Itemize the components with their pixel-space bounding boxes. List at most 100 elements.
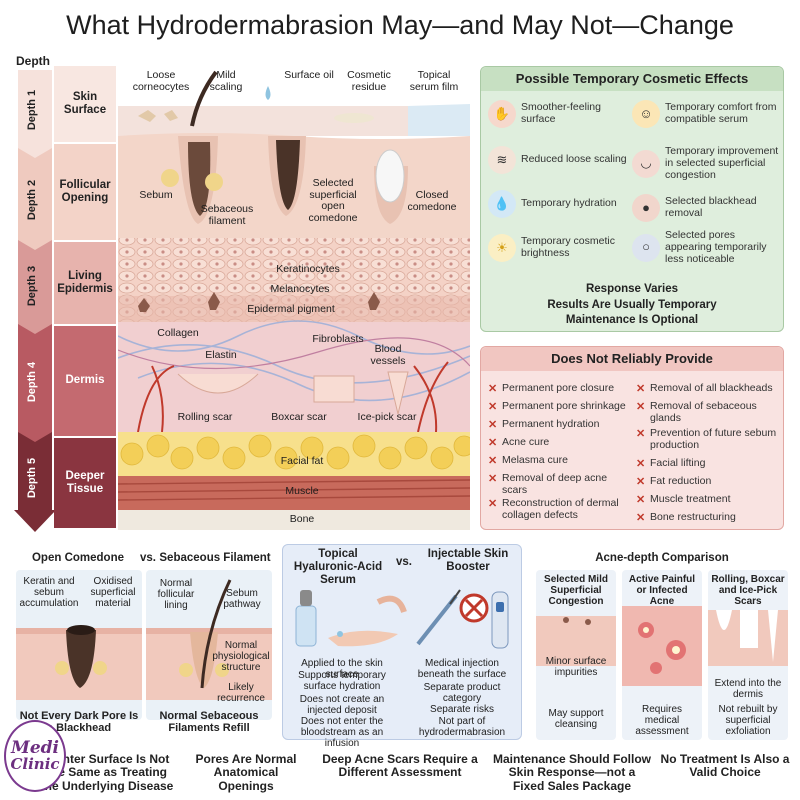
depth-5-label: Deeper Tissue (54, 438, 116, 528)
serum-line: Does not create an injected deposit (299, 694, 385, 717)
filament-label-lining: Normal follicular lining (157, 578, 195, 612)
blackhead-icon: ● (632, 194, 660, 222)
filament-label-physiological: Normal physiological structure (212, 640, 270, 674)
depth-4-label: Dermis (54, 326, 116, 436)
label-topical-serum: Topical serum film (409, 69, 459, 93)
x-icon: ✕ (488, 455, 498, 467)
label-closed-comedone: Closed comedone (407, 189, 457, 213)
filament-label-recurrence: Likely recurrence (217, 682, 265, 705)
depth-4-num: Depth 4 (26, 361, 39, 403)
acne-col-2-low: Requires medical assessment (635, 704, 689, 738)
depth-1-num: Depth 1 (26, 89, 39, 131)
not-provide-item: ✕Muscle treatment (636, 493, 731, 506)
serum-line: Applied to the skin surface (301, 658, 383, 681)
depth-arrow (14, 70, 56, 532)
pore-icon: ◡ (632, 149, 660, 178)
face-icon: ☺ (632, 100, 660, 128)
not-provide-header: Does Not Reliably Provide (481, 347, 783, 371)
acne-col-1-mid: Minor surface impurities (545, 656, 607, 679)
label-sebum: Sebum (139, 189, 173, 201)
footer-message-5: No Treatment Is Also a Valid Choice (660, 752, 790, 780)
label-boxcar-scar: Boxcar scar (271, 411, 327, 423)
not-provide-item: ✕Removal of sebaceous glands (636, 400, 757, 424)
hand-icon: ✋ (488, 100, 516, 128)
acne-title: Acne-depth Comparison (595, 552, 729, 564)
filament-label-pathway: Sebum pathway (223, 588, 261, 611)
x-icon: ✕ (488, 498, 498, 510)
acne-illustration (536, 570, 788, 740)
depth-2-num: Depth 2 (26, 179, 39, 221)
water-drop-icon: 💧 (488, 190, 516, 218)
x-icon: ✕ (488, 437, 498, 449)
label-blood-vessels: Blood vessels (370, 343, 406, 367)
label-fibroblasts: Fibroblasts (312, 333, 364, 345)
booster-title: Injectable Skin Booster (427, 548, 509, 573)
label-elastin: Elastin (205, 349, 237, 361)
x-icon: ✕ (636, 401, 646, 413)
effects-header: Possible Temporary Cosmetic Effects (481, 67, 783, 91)
x-icon: ✕ (636, 458, 646, 470)
label-collagen: Collagen (157, 327, 199, 339)
filament-illustration (146, 570, 272, 720)
serum-line: Supports temporary surface hydration (298, 670, 386, 693)
comedone-title: Open Comedone (31, 552, 124, 564)
depth-3-label: Living Epidermis (54, 242, 116, 324)
not-provide-panel (480, 346, 784, 530)
serum-title: Topical Hyaluronic-Acid Serum (293, 548, 383, 586)
depth-3-num: Depth 3 (26, 265, 39, 307)
booster-line: Medical injection beneath the surface (417, 658, 507, 681)
label-facial-fat: Facial fat (280, 455, 324, 467)
x-icon: ✕ (488, 419, 498, 431)
lightbulb-icon: ☀ (488, 234, 516, 262)
label-surface-oil: Surface oil (284, 69, 334, 81)
not-provide-item: ✕Fat reduction (636, 475, 712, 488)
page-title: What Hydrodermabrasion May—and May Not—C… (66, 10, 734, 40)
scaling-icon: ≋ (488, 146, 516, 174)
label-muscle: Muscle (285, 485, 319, 497)
acne-col-1-low: May support cleansing (548, 708, 604, 731)
effect-item: ≋Reduced loose scaling (488, 146, 630, 174)
comedone-caption: Not Every Dark Pore Is a Blackhead (19, 710, 139, 735)
acne-col-1-head: Selected Mild Superficial Congestion (544, 574, 608, 608)
footer-message-3: Deep Acne Scars Require a Different Asse… (322, 752, 478, 780)
medi-clinic-logo: Medi Clinic (4, 720, 66, 792)
depth-5-num: Depth 5 (26, 457, 39, 499)
effects-footer: Response Varies Results Are Usually Temp… (547, 283, 717, 327)
serum-line: Does not enter the bloodstream as an inf… (300, 716, 384, 750)
label-epidermal-pigment: Epidermal pigment (247, 303, 335, 315)
not-provide-item: ✕Acne cure (488, 436, 550, 449)
effect-item: ◡Temporary improvement in selected super… (632, 145, 782, 181)
effect-item: ✋Smoother-feeling surface (488, 100, 630, 128)
label-icepick-scar: Ice-pick scar (357, 411, 417, 423)
not-provide-item: ✕Melasma cure (488, 454, 568, 467)
acne-col-3-mid: Extend into the dermis (714, 678, 782, 701)
label-open-comedone: Selected superficial open comedone (308, 177, 358, 224)
effect-item: 💧Temporary hydration (488, 190, 630, 218)
label-mild-scaling: Mild scaling (209, 69, 243, 93)
booster-line: Separate product category (423, 682, 501, 705)
not-provide-item: ✕Facial lifting (636, 457, 706, 470)
x-icon: ✕ (636, 512, 646, 524)
depth-2-label: Follicular Opening (54, 144, 116, 240)
effect-item: ☺Temporary comfort from compatible serum (632, 100, 782, 128)
x-icon: ✕ (488, 383, 498, 395)
effect-item: ○Selected pores appearing temporarily le… (632, 229, 782, 265)
filament-caption: Normal Sebaceous Filaments Refill (159, 710, 259, 735)
x-icon: ✕ (636, 476, 646, 488)
comedone-vs: vs. (140, 552, 156, 564)
label-sebaceous-filament: Sebaceous filament (200, 203, 254, 227)
not-provide-item: ✕Removal of deep acne scars (488, 472, 608, 496)
x-icon: ✕ (488, 473, 498, 485)
acne-col-3-low: Not rebuilt by superficial exfoliation (718, 704, 778, 738)
effect-item: ☀Temporary cosmetic brightness (488, 234, 630, 262)
serum-booster-illustration (295, 589, 509, 649)
x-icon: ✕ (636, 383, 646, 395)
label-cosmetic-residue: Cosmetic residue (347, 69, 391, 93)
booster-line: Not part of hydrodermabrasion (418, 716, 506, 739)
not-provide-item: ✕Bone restructuring (636, 511, 736, 524)
acne-col-2-head: Active Painful or Infected Acne (628, 574, 696, 608)
serum-vs: vs. (396, 556, 412, 568)
label-keratinocytes: Keratinocytes (276, 263, 340, 275)
acne-col-3-head: Rolling, Boxcar and Ice-Pick Scars (711, 574, 785, 608)
footer-message-2: Pores Are Normal Anatomical Openings (195, 752, 297, 793)
